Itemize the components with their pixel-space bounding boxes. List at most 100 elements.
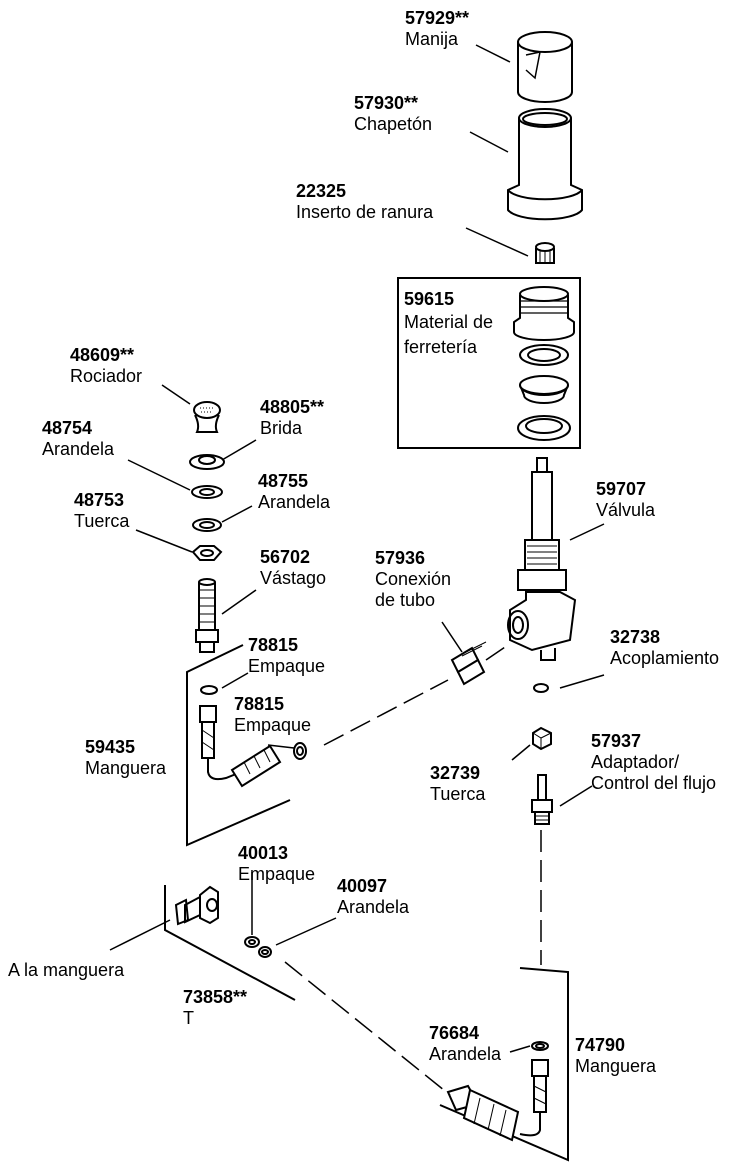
manguera-59435-bracket (186, 644, 291, 847)
part-number: 48754 (42, 418, 93, 438)
part-name: Chapetón (354, 114, 433, 134)
t-bracket (164, 885, 296, 1001)
part-number: 57936 (375, 548, 426, 568)
label-rociador: 48609** Rociador (70, 345, 142, 387)
part-number: 32738 (610, 627, 661, 647)
manguera-59435-part (199, 685, 307, 788)
part-name: Acoplamiento (610, 648, 720, 668)
part-number: 48609** (70, 345, 135, 365)
part-name: Rociador (70, 366, 143, 386)
part-number: 32739 (430, 763, 481, 783)
label-arandela-48754: 48754 Arandela (42, 418, 114, 460)
part-name-line2: de tubo (375, 590, 436, 610)
rociador-part (193, 401, 221, 433)
label-manguera-74790: 74790 Manguera (575, 1035, 656, 1077)
hardware-kit-parts (513, 286, 575, 441)
part-name: Tuerca (74, 511, 130, 531)
part-name: Válvula (596, 500, 656, 520)
label-empaque-mid: 78815 Empaque (234, 694, 311, 736)
chapeton-part (507, 108, 583, 221)
label-tuerca-48753: 48753 Tuerca (74, 490, 129, 532)
part-name: Empaque (234, 715, 312, 735)
part-number: 22325 (296, 181, 347, 201)
label-empaque-40013: 40013 Empaque (238, 843, 315, 885)
part-number: 74790 (575, 1035, 626, 1055)
label-arandela-48755: 48755 Arandela (258, 471, 330, 513)
t-fitting-part (174, 885, 219, 926)
label-chapeton: 57930** Chapetón (354, 93, 432, 135)
empaque-40013-part (244, 936, 260, 948)
label-inserto: 22325 Inserto de ranura (296, 181, 433, 223)
label-acoplamiento: 32738 Acoplamiento (610, 627, 719, 669)
part-name: Arandela (258, 492, 331, 512)
part-name: Manguera (575, 1056, 657, 1076)
dashed-connection-lines (284, 644, 542, 1096)
leader-lines (109, 44, 605, 1053)
part-number: 76684 (429, 1023, 480, 1043)
manija-part (517, 31, 573, 103)
part-name: Empaque (248, 656, 326, 676)
label-empaque-top: 78815 Empaque (248, 635, 325, 677)
label-vastago: 56702 Vástago (260, 547, 326, 589)
part-number: 56702 (260, 547, 311, 567)
part-number: 48805** (260, 397, 325, 417)
label-arandela-40097: 40097 Arandela (337, 876, 409, 918)
manguera-74790-part (446, 1059, 549, 1142)
part-number: 40013 (238, 843, 289, 863)
label-ferreteria: 59615 Material de ferretería (404, 288, 493, 359)
part-number: 59615 (404, 289, 455, 309)
part-name-line2: Control del flujo (591, 773, 717, 793)
arandela-48754-part (191, 485, 223, 499)
part-name: Brida (260, 418, 303, 438)
label-arandela-76684: 76684 Arandela (429, 1023, 501, 1065)
part-number: 78815 (234, 694, 285, 714)
part-number: 40097 (337, 876, 388, 896)
arandela-76684-part (531, 1041, 549, 1051)
part-name: Manija (405, 29, 459, 49)
label-brida: 48805** Brida (260, 397, 324, 439)
part-number: 48755 (258, 471, 309, 491)
part-number: 59707 (596, 479, 647, 499)
label-valvula: 59707 Válvula (596, 479, 655, 521)
label-adaptador: 57937 Adaptador/ Control del flujo (591, 731, 716, 794)
tuerca-32739-part (532, 726, 552, 751)
part-name: T (183, 1008, 194, 1028)
part-name-line1: Material de (404, 312, 494, 332)
label-manija: 57929** Manija (405, 8, 469, 50)
adaptador-part (531, 774, 553, 825)
acoplamiento-part (533, 683, 549, 693)
part-name: Arandela (337, 897, 410, 917)
part-name-line1: Conexión (375, 569, 452, 589)
valvula-part (507, 457, 577, 661)
part-number: 57937 (591, 731, 642, 751)
part-number: 73858** (183, 987, 248, 1007)
part-name: Manguera (85, 758, 167, 778)
part-name-line2: ferretería (404, 337, 478, 357)
label-a-la-manguera: A la manguera (8, 960, 124, 981)
label-manguera-59435: 59435 Manguera (85, 737, 166, 779)
tuerca-48753-part (191, 545, 223, 561)
label-conexion: 57936 Conexión de tubo (375, 548, 451, 611)
part-name-line1: Adaptador/ (591, 752, 680, 772)
label-tuerca-32739: 32739 Tuerca (430, 763, 485, 805)
vastago-part (195, 578, 219, 653)
part-number: 78815 (248, 635, 299, 655)
destination-text: A la manguera (8, 960, 125, 980)
part-number: 59435 (85, 737, 136, 757)
part-number: 48753 (74, 490, 125, 510)
part-name: Inserto de ranura (296, 202, 434, 222)
part-name: Vástago (260, 568, 327, 588)
part-name: Arandela (42, 439, 115, 459)
arandela-40097-part (258, 946, 272, 958)
arandela-48755-part (192, 518, 222, 532)
label-t: 73858** T (183, 987, 247, 1029)
conexion-part (450, 641, 487, 686)
part-name: Tuerca (430, 784, 486, 804)
inserto-part (535, 242, 555, 264)
part-name: Empaque (238, 864, 316, 884)
hardware-kit-box (397, 277, 581, 449)
part-name: Arandela (429, 1044, 502, 1064)
part-number: 57929** (405, 8, 470, 28)
part-number: 57930** (354, 93, 419, 113)
